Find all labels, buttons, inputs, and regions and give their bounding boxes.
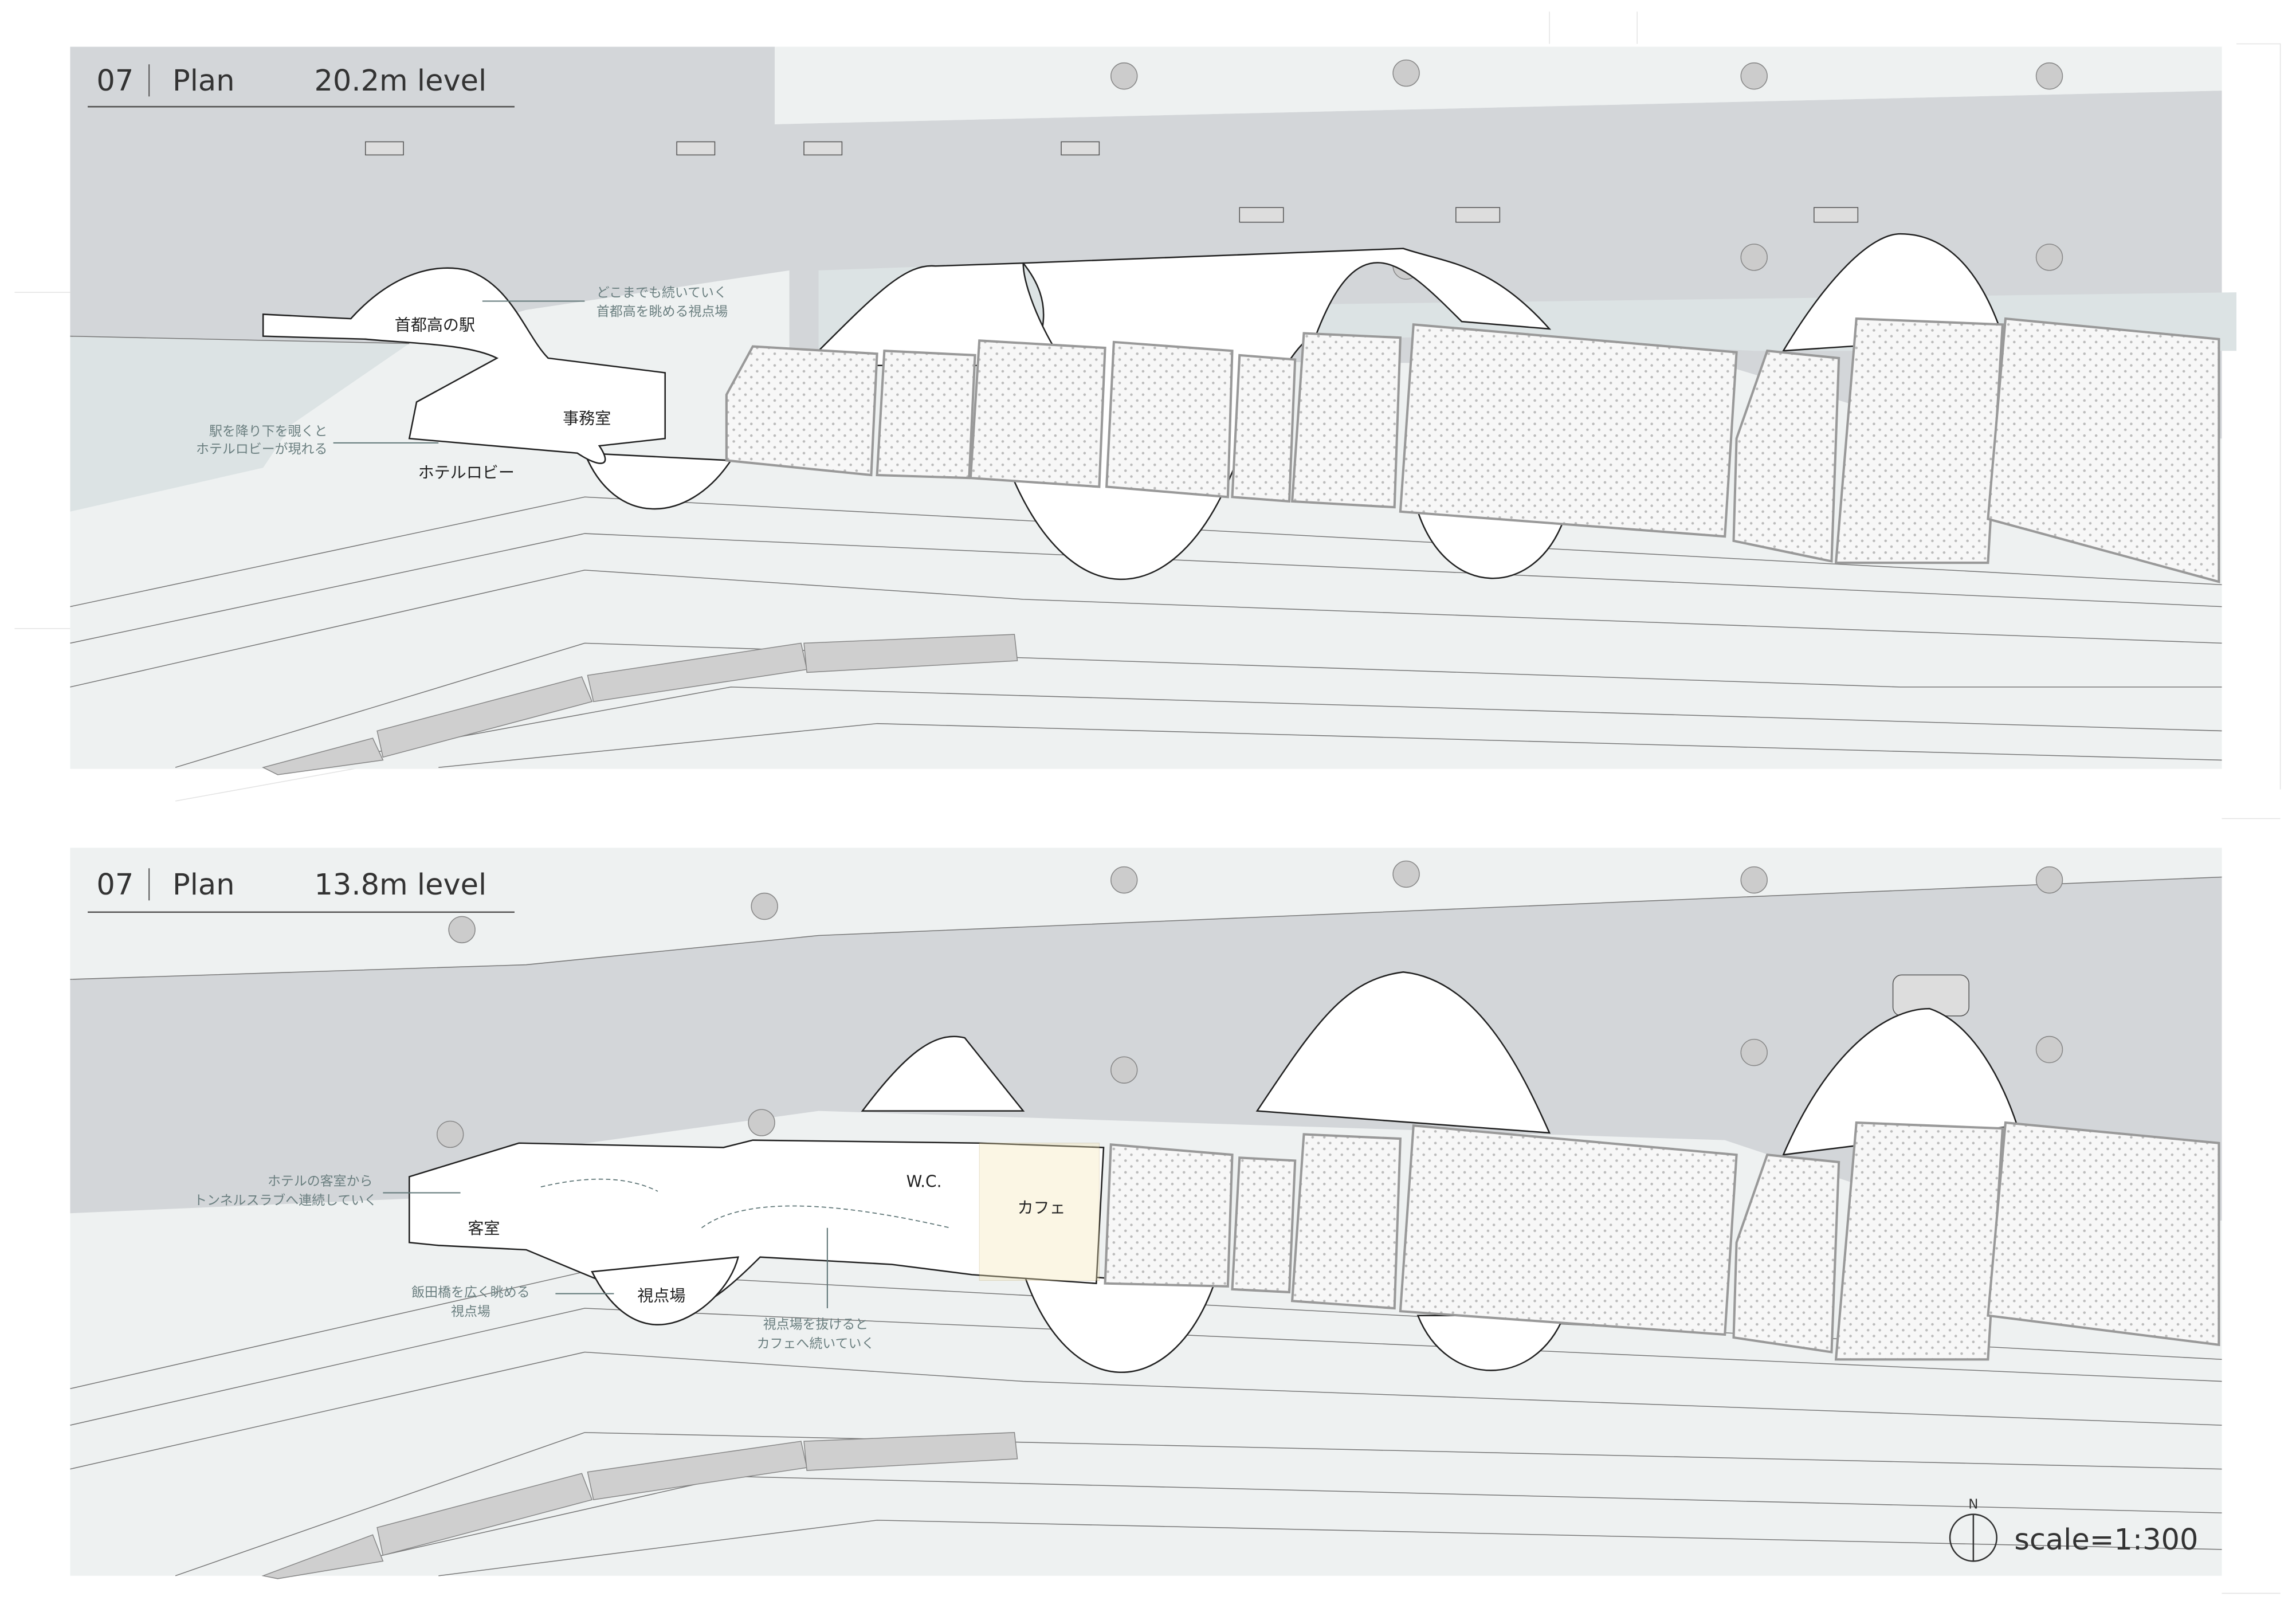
note-iidabashi-line2: 視点場	[451, 1304, 490, 1319]
plan-13-8m: 客室 視点場 W.C. カフェ ホテルの客室から トンネルスラブへ連続していく …	[70, 848, 2222, 1579]
note-lobby-line1: 駅を降り下を覗くと	[209, 424, 327, 439]
note-lobby-line2: ホテルロビーが現れる	[196, 442, 327, 457]
note-iidabashi-line1: 飯田橋を広く眺める	[411, 1285, 529, 1300]
note-tunnel-line2: トンネルスラブへ連続していく	[194, 1193, 377, 1208]
note-cafe-line2: カフェへ続いていく	[757, 1336, 875, 1351]
scale-label: scale=1:300	[2014, 1523, 2198, 1557]
plan-label: Plan	[172, 868, 235, 902]
context-lines	[14, 11, 2281, 1594]
plan-title-bottom: 07 Plan 13.8m level	[88, 868, 515, 913]
expressway	[70, 877, 2222, 1228]
plan-number: 07	[96, 868, 134, 902]
north-arrow: N	[1949, 1497, 1997, 1562]
room-label-office: 事務室	[563, 409, 611, 428]
trees	[1110, 59, 2063, 287]
canal	[70, 336, 410, 512]
note-cafe-line1: 視点場を抜けると	[763, 1317, 869, 1332]
room-label-wc: W.C.	[906, 1172, 942, 1191]
train	[261, 1432, 1018, 1579]
train	[262, 634, 1018, 775]
station-platform	[262, 267, 666, 464]
building-blocks	[725, 317, 2220, 583]
cars	[364, 141, 1859, 223]
room-label-station: 首都高の駅	[395, 315, 475, 334]
room-label-cafe: カフェ	[1018, 1198, 1066, 1217]
note-tunnel-line1: ホテルの客室から	[268, 1174, 373, 1189]
room-label-hotel-lobby: ホテルロビー	[418, 463, 515, 482]
north-label: N	[1968, 1497, 1978, 1512]
plan-level: 20.2m level	[314, 64, 486, 98]
plan-label: Plan	[172, 64, 235, 98]
road-lines	[70, 496, 2222, 768]
plan-number: 07	[96, 64, 134, 98]
room-label-viewpoint: 視点場	[637, 1286, 685, 1305]
note-viewpoint-line1: どこまでも続いていく	[596, 285, 727, 300]
plan-level: 13.8m level	[314, 868, 486, 902]
room-label-guest-room: 客室	[468, 1219, 500, 1238]
plan-20-2m: 首都高の駅 事務室 ホテルロビー どこまでも続いていく 首都高を眺める視点場 駅…	[70, 46, 2237, 775]
plan-title-top: 07 Plan 20.2m level	[88, 64, 515, 108]
note-viewpoint-line2: 首都高を眺める視点場	[596, 304, 728, 319]
building-blocks	[1104, 1121, 2220, 1361]
